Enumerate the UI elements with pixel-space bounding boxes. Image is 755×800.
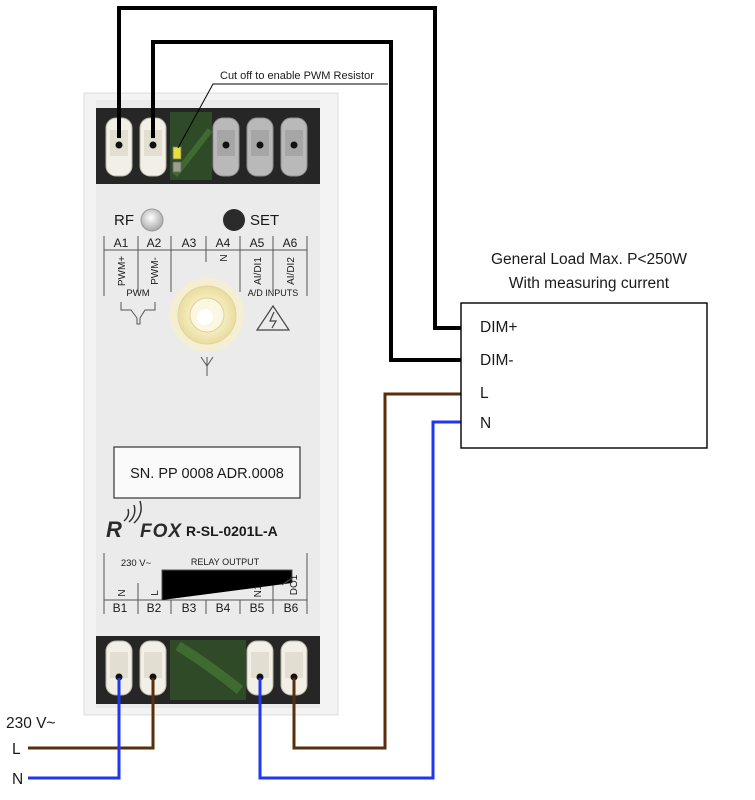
transistor-icon	[120, 302, 156, 325]
rf-label: RF	[114, 212, 134, 229]
rfox-logo: R FOX	[106, 500, 182, 542]
terminal-func-b5: N1	[253, 584, 264, 597]
terminal-id-b3: B3	[182, 601, 197, 615]
top-terminal-block	[96, 108, 320, 184]
terminal-screw-b6[interactable]	[280, 640, 308, 696]
terminal-screw-a6[interactable]	[280, 117, 308, 177]
supply-line-n: N	[12, 771, 23, 788]
supply-line-l: L	[12, 741, 21, 758]
device-housing	[83, 92, 339, 716]
pwm-resistor[interactable]	[172, 146, 182, 173]
supply-group-label: 230 V~	[121, 558, 152, 569]
high-voltage-warning-icon	[255, 304, 291, 331]
terminal-func-b2: L	[150, 590, 161, 596]
pwm-plus-wire	[117, 6, 461, 330]
model-name: R-SL-0201L-A	[186, 523, 278, 539]
terminal-func-a2: PWM-	[150, 257, 161, 285]
supply-voltage-label: 230 V~	[6, 715, 56, 732]
terminal-screw-b2[interactable]	[139, 640, 167, 696]
terminal-id-b4: B4	[216, 601, 231, 615]
svg-text:R: R	[106, 517, 122, 542]
terminal-screw-b5[interactable]	[246, 640, 274, 696]
terminal-screw-a1[interactable]	[105, 117, 133, 177]
neutral-wire	[28, 420, 461, 780]
set-button[interactable]	[223, 209, 245, 231]
terminal-id-b5: B5	[250, 601, 265, 615]
bottom-terminal-legend	[103, 553, 308, 614]
terminal-screw-b1[interactable]	[105, 640, 133, 696]
terminal-func-a1: PWM+	[117, 256, 128, 286]
relay-output-group-label: RELAY OUTPUT	[191, 557, 260, 567]
bottom-terminal-block	[96, 636, 320, 704]
terminal-func-b1: N	[117, 589, 128, 596]
terminal-screw-a2[interactable]	[139, 117, 167, 177]
general-load-box	[460, 302, 708, 449]
terminal-func-a5: AI/DI1	[253, 257, 264, 285]
terminal-func-a4: N	[219, 254, 230, 261]
antenna-connector[interactable]	[170, 278, 244, 352]
load-title-line2: With measuring current	[509, 275, 670, 292]
pwm-minus-wire	[151, 40, 461, 362]
terminal-screw-a5[interactable]	[246, 117, 274, 177]
terminal-id-b6: B6	[284, 601, 299, 615]
terminal-id-a4: A4	[216, 236, 231, 250]
top-terminal-legend	[103, 236, 308, 296]
terminal-func-a6: AI/DI2	[286, 257, 297, 285]
terminal-id-a5: A5	[250, 236, 265, 250]
cutoff-annotation: Cut off to enable PWM Resistor	[220, 70, 374, 82]
load-title-line1: General Load Max. P<250W	[491, 251, 687, 268]
rf-led	[140, 208, 164, 232]
load-terminal-dim-plus: DIM+	[480, 319, 517, 336]
svg-text:FOX: FOX	[140, 521, 182, 542]
terminal-id-a2: A2	[147, 236, 162, 250]
antenna-icon	[200, 356, 214, 376]
terminal-id-b2: B2	[147, 601, 162, 615]
terminal-screw-a4[interactable]	[212, 117, 240, 177]
terminal-id-a1: A1	[114, 236, 129, 250]
serial-number-box	[113, 446, 301, 499]
load-terminal-dim-minus: DIM-	[480, 352, 514, 369]
terminal-id-b1: B1	[113, 601, 128, 615]
terminal-id-a6: A6	[283, 236, 298, 250]
live-wire	[28, 392, 461, 750]
load-terminal-n: N	[480, 415, 491, 432]
terminal-func-b6: DO1	[289, 574, 300, 595]
terminal-id-a3: A3	[182, 236, 197, 250]
ad-inputs-group-label: A/D INPUTS	[248, 288, 299, 298]
pwm-group-label: PWM	[126, 288, 149, 299]
set-label: SET	[250, 212, 279, 229]
annotation-leader	[177, 83, 388, 149]
load-terminal-l: L	[480, 385, 489, 402]
serial-number: SN. PP 0008 ADR.0008	[130, 466, 284, 482]
